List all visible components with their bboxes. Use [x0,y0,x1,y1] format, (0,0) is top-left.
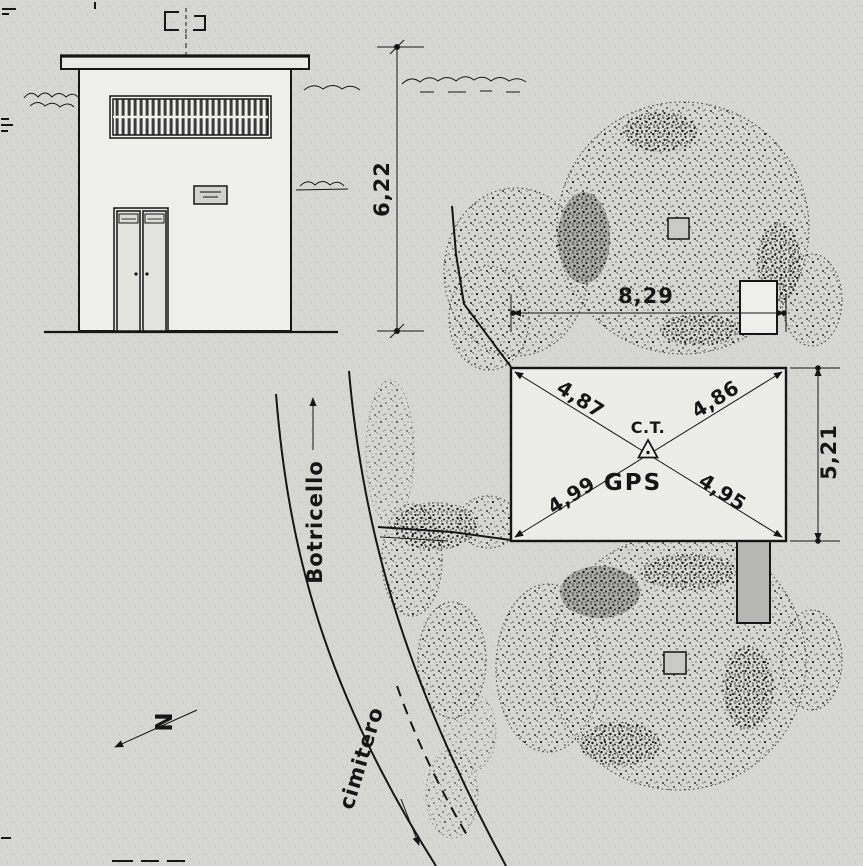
plan-annex [736,540,771,624]
vegetation-roadside [365,379,519,839]
plan-niche [739,280,778,335]
vegetation-blob [495,583,601,753]
boundary-wall-lower-inner [379,536,449,542]
edge-marks [1,2,185,862]
north-indicator: N [114,709,198,748]
roof-slab [60,55,310,70]
station-label: C.T. [631,418,665,437]
vegetation-clump [660,314,740,346]
terrain-scribbles [23,76,527,191]
grass-scribble [29,102,75,108]
building-elevation [44,8,338,334]
vegetation-bottom [495,533,843,791]
gps-station-triangle-icon [636,438,660,459]
cimitero-direction-arrow [400,798,420,846]
dimension-dot [815,365,821,371]
dimension-dot [781,310,787,316]
road-edge-right [348,370,507,866]
warning-sign [193,185,228,205]
north-arrow [114,709,198,748]
grass-scribble [299,181,345,187]
plan-width-value: 8,29 [618,284,674,308]
tree-trunk-marker [667,217,690,240]
vegetation-clump [558,192,610,284]
vegetation-blob [781,609,843,711]
vegetation-clump [394,502,478,550]
dimension-plan-depth: 5,21 [790,365,841,544]
boundary-walls [377,205,512,542]
door-right [142,210,167,332]
vegetation-blob [365,379,415,525]
boundary-wall-lower [377,526,512,541]
door-handle [145,272,149,276]
road [275,370,507,866]
vegetation-clump [560,566,640,618]
grass-scribble [401,76,527,85]
road-boundary-dashed [396,685,471,841]
plan-view: 4,87 4,86 4,99 4,95 C.T. GPS [509,280,788,624]
dimension-elevation-height: 6,22 [370,39,424,339]
vegetation-clump [722,646,774,730]
grass-dashes [420,90,520,93]
gps-station-point [646,450,650,455]
elevation-height-value: 6,22 [370,161,394,217]
gps-label: GPS [604,470,662,496]
tree-trunk-marker [663,651,687,675]
vent-symbol-right [193,15,206,31]
plan-depth-value: 5,21 [817,424,841,480]
vegetation-clump [640,554,736,590]
vegetation-clump [580,722,660,766]
dimension-tick [389,39,405,55]
vegetation-blob [448,265,530,371]
dimension-dot [815,538,821,544]
door-handle [134,272,138,276]
road-label-botricello: Botricello [303,460,327,584]
vent-symbol-left [164,11,179,31]
vegetation-blob [425,749,479,839]
grass-scribble [303,85,361,91]
north-label: N [152,712,178,731]
dimension-dot [510,310,516,316]
grass-scribble [23,92,80,99]
dimension-tick [389,323,405,339]
grass-baseline [295,188,349,191]
vegetation-clump [622,112,698,152]
road-edge-left [275,393,437,866]
dimension-plan-width: 8,29 [510,284,787,332]
door-left [116,210,141,332]
boundary-wall-upper [451,205,512,368]
